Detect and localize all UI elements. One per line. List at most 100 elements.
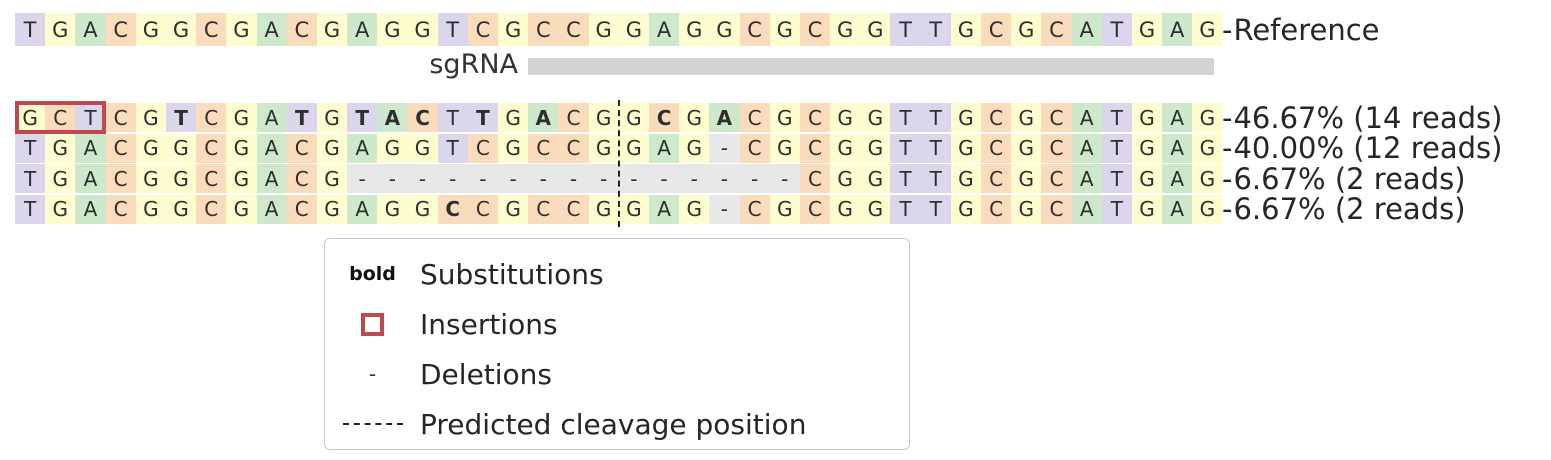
sequence-cell: G <box>377 13 408 46</box>
deletion-cell: - <box>679 164 710 194</box>
sequence-cell: C <box>196 164 227 194</box>
sequence-cell: G <box>1192 13 1223 46</box>
sequence-cell: G <box>860 164 891 194</box>
sequence-cell: G <box>1011 164 1042 194</box>
sequence-cell: C <box>286 133 317 163</box>
deletion-symbol: - <box>325 362 420 386</box>
sequence-cell: C <box>739 133 770 163</box>
label-dash: - <box>1222 131 1233 166</box>
legend-item-substitutions: bold Substitutions <box>325 249 909 299</box>
deletion-cell: - <box>347 164 378 194</box>
deletion-cell: - <box>709 164 740 194</box>
sequence-cell: C <box>196 13 227 46</box>
legend-label-insertions: Insertions <box>420 307 558 341</box>
deletion-cell: - <box>709 133 740 163</box>
sequence-cell: G <box>588 194 619 224</box>
sequence-cell: G <box>135 194 166 224</box>
sequence-cell: C <box>196 103 227 132</box>
sequence-cell: G <box>830 164 861 194</box>
sequence-cell: T <box>890 133 921 163</box>
sequence-cell: G <box>860 13 891 46</box>
sequence-cell: A <box>1071 194 1102 224</box>
sequence-cell: C <box>799 133 831 163</box>
legend-box: bold Substitutions Insertions - Deletion… <box>324 238 910 450</box>
sequence-cell: G <box>135 164 166 194</box>
sequence-cell: T <box>467 103 498 132</box>
sgrna-bar <box>528 58 1214 75</box>
sequence-cell: T <box>437 133 468 163</box>
sequence-cell: C <box>1041 13 1072 46</box>
sequence-cell: G <box>377 194 408 224</box>
sequence-cell: C <box>528 194 559 224</box>
sequence-cell: C <box>45 103 76 132</box>
sequence-cell: A <box>75 133 106 163</box>
sequence-cell: G <box>1131 103 1163 132</box>
sequence-cell: G <box>769 194 800 224</box>
sequence-cell: T <box>1101 194 1132 224</box>
sequence-cell: G <box>226 133 257 163</box>
sequence-cell: T <box>1101 133 1132 163</box>
sequence-cell: G <box>679 13 710 46</box>
sequence-cell: C <box>739 103 770 132</box>
legend-label-substitutions: Substitutions <box>420 257 604 291</box>
sequence-cell: C <box>528 133 559 163</box>
sequence-cell: A <box>256 133 287 163</box>
sequence-cell: C <box>286 13 317 46</box>
sequence-cell: A <box>709 103 740 132</box>
sequence-cell: C <box>105 194 136 224</box>
sequence-cell: G <box>377 133 408 163</box>
sequence-cell: G <box>769 13 800 46</box>
sequence-cell: A <box>1162 13 1193 46</box>
sequence-cell: G <box>588 103 619 132</box>
sequence-cell: G <box>498 103 529 132</box>
read-percentage-label-text: 6.67% (2 reads) <box>1233 192 1466 227</box>
sequence-cell: C <box>1041 164 1072 194</box>
sequence-cell: A <box>1162 194 1193 224</box>
deletion-cell: - <box>739 164 770 194</box>
sequence-cell: A <box>648 13 680 46</box>
deletion-cell: - <box>407 164 438 194</box>
sequence-cell: T <box>890 194 921 224</box>
sequence-cell: G <box>769 103 800 132</box>
sequence-cell: T <box>437 103 468 132</box>
sequence-cell: G <box>45 164 76 194</box>
sequence-cell: G <box>226 103 257 132</box>
sequence-cell: C <box>739 13 770 46</box>
sequence-cell: G <box>316 194 348 224</box>
sequence-cell: G <box>1131 164 1163 194</box>
sequence-cell: G <box>679 133 710 163</box>
sequence-cell: A <box>1071 164 1102 194</box>
sequence-cell: T <box>15 13 46 46</box>
sequence-cell: T <box>1101 13 1132 46</box>
sequence-cell: G <box>1011 133 1042 163</box>
sequence-cell: G <box>860 103 891 132</box>
deletion-cell: - <box>528 164 559 194</box>
label-dash: - <box>1222 192 1233 227</box>
sequence-cell: A <box>648 194 680 224</box>
deletion-cell: - <box>437 164 468 194</box>
sequence-cell: G <box>830 133 861 163</box>
sequence-cell: G <box>679 194 710 224</box>
deletion-cell: - <box>558 164 589 194</box>
sequence-cell: C <box>558 133 589 163</box>
sequence-cell: C <box>105 103 136 132</box>
sequence-cell: C <box>558 13 589 46</box>
sequence-cell: G <box>226 194 257 224</box>
sequence-cell: G <box>950 164 981 194</box>
sequence-cell: T <box>437 13 468 46</box>
sequence-cell: A <box>1162 164 1193 194</box>
bold-symbol-text: bold <box>349 263 396 285</box>
read-percentage-label-text: 6.67% (2 reads) <box>1233 161 1466 196</box>
deletion-cell: - <box>377 164 408 194</box>
sequence-cell: C <box>286 164 317 194</box>
deletion-cell: - <box>498 164 529 194</box>
sequence-cell: G <box>15 103 46 132</box>
sequence-cell: G <box>830 194 861 224</box>
sequence-cell: A <box>1071 13 1102 46</box>
sequence-cell: G <box>135 13 166 46</box>
sequence-cell: G <box>709 13 740 46</box>
sequence-cell: T <box>75 103 106 132</box>
sequence-cell: G <box>165 133 197 163</box>
sequence-cell: T <box>1101 103 1132 132</box>
sequence-cell: A <box>1071 133 1102 163</box>
